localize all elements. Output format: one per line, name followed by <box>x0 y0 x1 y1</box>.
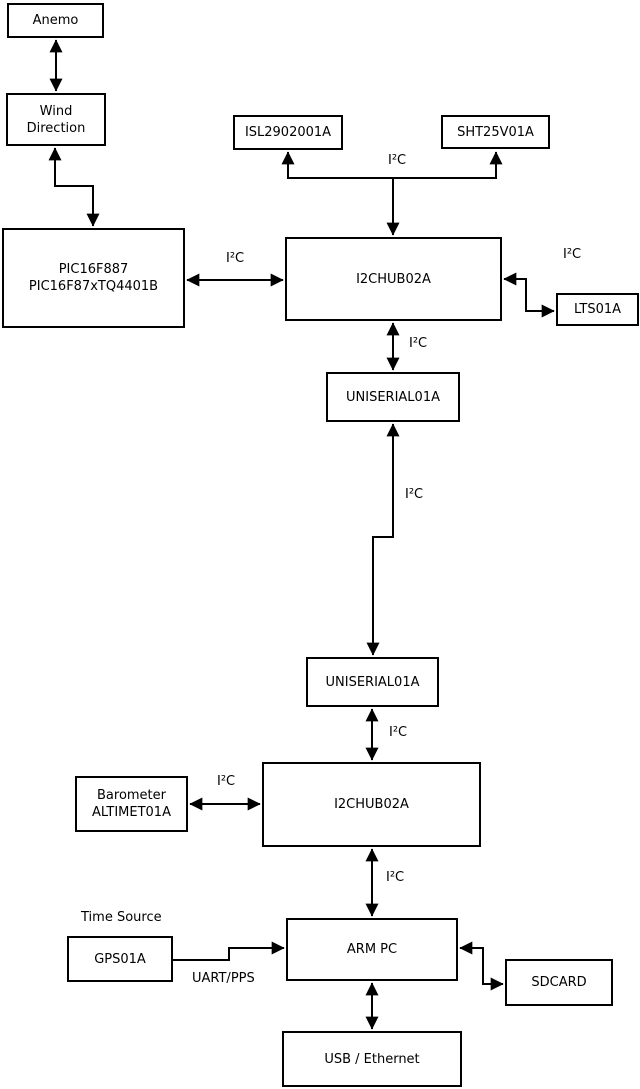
connector-gps-arm <box>173 941 285 961</box>
node-barometer-line2: ALTIMET01A <box>92 805 171 820</box>
node-uniserial01a-bottom-label: UNISERIAL01A <box>325 674 420 690</box>
node-barometer-altimet01a: Barometer ALTIMET01A <box>75 776 188 832</box>
node-isl2902001a-label: ISL2902001A <box>244 125 332 140</box>
label-time-source: Time Source <box>81 910 162 925</box>
node-sht25v01a: SHT25V01A <box>441 115 550 149</box>
node-i2chub02a-top: I2CHUB02A <box>285 237 502 321</box>
node-i2chub02a-bottom: I2CHUB02A <box>262 762 481 847</box>
bus-label-i2c-hub-lts: I²C <box>563 247 582 262</box>
node-arm-pc-label: ARM PC <box>346 942 398 957</box>
node-pic16f887-line1: PIC16F887 <box>58 262 129 277</box>
node-lts01a-label: LTS01A <box>573 302 622 317</box>
node-sdcard-label: SDCARD <box>531 975 587 990</box>
bus-label-i2c-uniserial-hub2: I²C <box>389 725 408 740</box>
node-anemo-label: Anemo <box>32 13 79 28</box>
node-lts01a: LTS01A <box>556 293 639 326</box>
bus-label-i2c-hub-uniserial: I²C <box>409 336 428 351</box>
node-pic16f887-line2: PIC16F87xTQ4401B <box>28 279 159 294</box>
node-pic16f887: PIC16F887 PIC16F87xTQ4401B <box>2 228 185 328</box>
node-uniserial01a-top-label: UNISERIAL01A <box>346 389 440 405</box>
node-isl2902001a: ISL2902001A <box>233 115 343 150</box>
node-uniserial01a-bottom: UNISERIAL01A <box>306 657 439 707</box>
node-wind-direction-line1: Wind <box>39 103 73 119</box>
connector-uni1-uni2 <box>366 423 400 656</box>
node-barometer-line1: Barometer <box>97 788 166 803</box>
node-i2chub02a-bottom-label: I2CHUB02A <box>334 797 409 812</box>
node-wind-direction-line2: Direction <box>26 120 86 136</box>
connector-wind-pic <box>48 147 100 227</box>
node-usb-ethernet: USB / Ethernet <box>282 1031 462 1087</box>
node-gps01a: GPS01A <box>67 936 173 982</box>
bus-label-i2c-hub2-arm: I²C <box>386 870 405 885</box>
connector-hub1-lts <box>503 272 555 318</box>
bus-label-i2c-uniserial-link: I²C <box>405 487 424 502</box>
node-wind-direction: Wind Direction <box>6 93 106 146</box>
node-sdcard: SDCARD <box>505 959 613 1006</box>
bus-label-i2c-barometer: I²C <box>217 774 236 789</box>
connector-arm-sdcard <box>459 941 504 991</box>
node-anemo: Anemo <box>7 3 104 38</box>
node-usb-ethernet-label: USB / Ethernet <box>324 1051 420 1067</box>
node-uniserial01a-top: UNISERIAL01A <box>326 372 460 422</box>
bus-label-uart-pps: UART/PPS <box>192 971 255 986</box>
node-i2chub02a-top-label: I2CHUB02A <box>356 271 431 287</box>
node-sht25v01a-label: SHT25V01A <box>457 124 534 140</box>
bus-label-i2c-pic-hub: I²C <box>226 251 245 266</box>
node-gps01a-label: GPS01A <box>94 951 146 967</box>
bus-label-i2c-isl-sht: I²C <box>388 153 407 168</box>
node-arm-pc: ARM PC <box>286 918 458 981</box>
